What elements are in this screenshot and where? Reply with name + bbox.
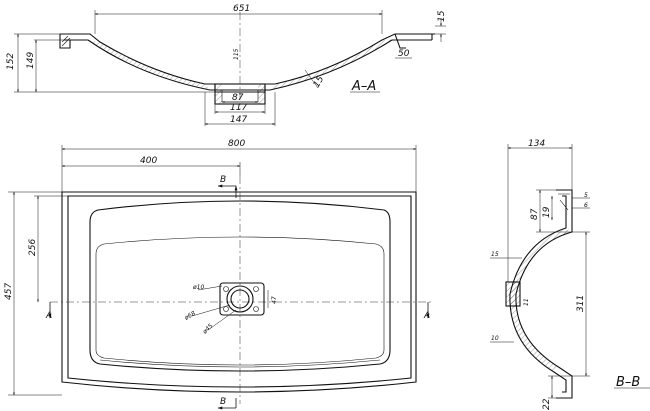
right-flange <box>394 33 433 49</box>
section-b-b: 134 87 19 5 6 15 11 10 311 22 B–B <box>490 139 650 410</box>
dim-152: 152 <box>6 53 16 70</box>
dim-11: 11 <box>523 298 530 306</box>
bowl-inner-outline <box>95 236 385 366</box>
drain-fitting: ø10 ø68 ø45 47 <box>183 282 278 336</box>
section-mark-b-bottom: B <box>220 397 226 407</box>
plan-rim-outline <box>67 195 412 388</box>
bowl-outline <box>89 200 391 372</box>
section-label-a-a: A–A <box>351 79 376 94</box>
dim-d68: ø68 <box>183 310 197 322</box>
dim-6: 6 <box>584 202 588 209</box>
dim-87: 87 <box>232 93 244 103</box>
dim-149: 149 <box>26 52 36 69</box>
dim-10-bb: 10 <box>491 335 499 342</box>
left-flange <box>59 34 71 49</box>
dim-47: 47 <box>271 296 278 304</box>
dim-d45: ø45 <box>201 322 215 336</box>
section-mark-b-top: B <box>220 175 226 185</box>
dim-22: 22 <box>542 398 552 410</box>
dim-117: 117 <box>230 103 247 113</box>
basin-shell-hatch <box>88 40 210 90</box>
dim-115: 115 <box>233 48 240 60</box>
dim-5: 5 <box>584 192 588 199</box>
dim-50: 50 <box>398 49 410 59</box>
dim-15-bb: 15 <box>491 251 499 258</box>
dim-87-bb: 87 <box>530 208 540 220</box>
dim-400: 400 <box>140 156 157 166</box>
dim-134: 134 <box>528 139 545 149</box>
section-mark-a-left: A <box>45 311 52 321</box>
section-mark-a-right: A <box>423 311 430 321</box>
dim-147: 147 <box>230 115 247 125</box>
dim-d10: ø10 <box>192 284 204 291</box>
dim-19: 19 <box>542 206 552 218</box>
dim-457: 457 <box>4 283 14 300</box>
dim-256: 256 <box>28 239 38 256</box>
plan-view: ø10 ø68 ø45 47 800 400 457 256 B B A <box>4 139 432 410</box>
dim-15-right: 15 <box>437 10 447 22</box>
dim-651: 651 <box>233 4 250 14</box>
dim-800: 800 <box>228 139 245 149</box>
plan-outer-outline <box>61 191 417 393</box>
dim-311: 311 <box>576 295 586 312</box>
side-profile-outer <box>515 189 573 399</box>
section-a-a: 651 15 152 149 115 50 15 87 117 147 <box>6 4 447 126</box>
section-label-b-b: B–B <box>616 375 640 390</box>
